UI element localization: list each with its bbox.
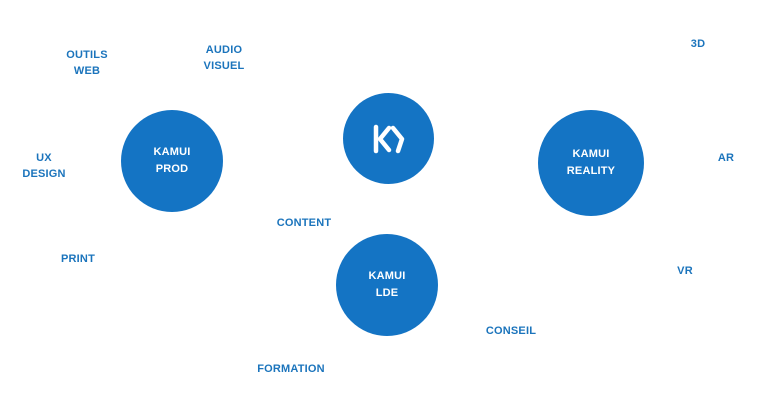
tag-content[interactable]: CONTENT [276, 217, 332, 229]
kamui-k-logo-icon [373, 124, 404, 153]
kamui-reality-node[interactable]: KAMUI REALITY [538, 110, 644, 216]
tag-audio-visuel[interactable]: AUDIO VISUEL [203, 44, 245, 72]
tag-vr[interactable]: VR [677, 265, 693, 277]
tag-3d[interactable]: 3D [690, 38, 706, 50]
kamui-lde-node[interactable]: KAMUI LDE [336, 234, 438, 336]
tag-ux-design[interactable]: UX DESIGN [22, 152, 66, 180]
kamui-reality-label: KAMUI REALITY [566, 148, 616, 177]
tag-ar[interactable]: AR [717, 152, 735, 164]
kamui-lde-label: KAMUI LDE [368, 270, 406, 299]
kamui-prod-node[interactable]: KAMUI PROD [121, 110, 223, 212]
tag-formation[interactable]: FORMATION [257, 363, 325, 375]
kamui-logo-node[interactable] [343, 93, 434, 184]
kamui-prod-label: KAMUI PROD [153, 146, 191, 175]
tag-outils-web[interactable]: OUTILS WEB [66, 49, 108, 77]
tag-conseil[interactable]: CONSEIL [485, 325, 537, 337]
tag-print[interactable]: PRINT [61, 253, 95, 265]
